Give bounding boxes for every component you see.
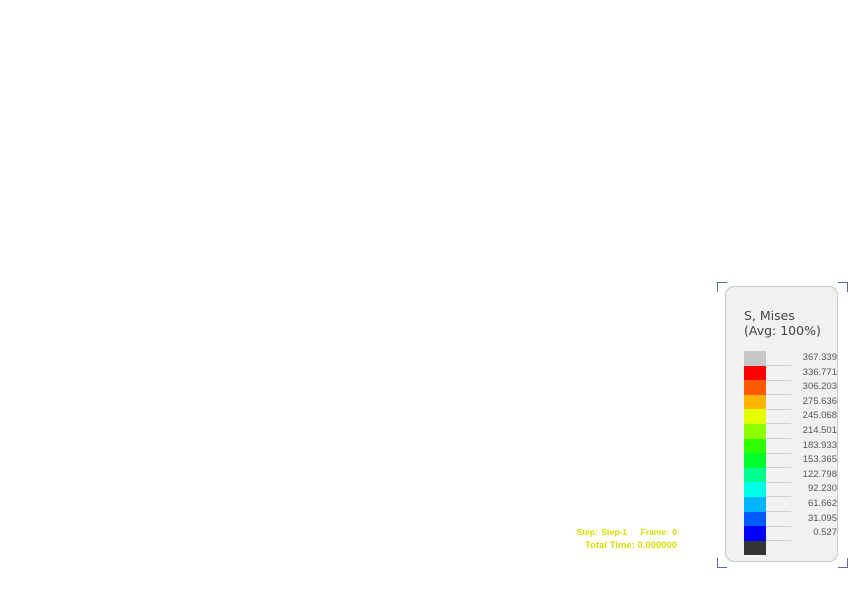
viewport-corner-top-left: [717, 282, 727, 292]
viewport-corner-bottom-left: [717, 558, 727, 568]
legend-value: 122.798: [802, 468, 837, 480]
legend-swatch: [744, 351, 766, 366]
legend-value: 31.095: [807, 512, 837, 524]
legend-row: 92.230: [744, 482, 837, 498]
legend-row: 153.365: [744, 453, 837, 469]
legend-tick: [766, 467, 791, 469]
legend-tick: [766, 496, 791, 498]
total-time-label: Total Time: 0.000000: [584, 540, 677, 551]
legend-value: 0.527: [813, 527, 837, 539]
legend-swatch: [744, 453, 766, 468]
legend-swatch: [744, 394, 766, 410]
legend-row: 122.798: [744, 467, 837, 483]
legend-value: 183.933: [802, 439, 837, 451]
legend-swatch: [744, 423, 766, 439]
legend-tick: [766, 408, 791, 410]
viewport-corner-bottom-right: [838, 558, 848, 568]
legend-row: 306.203: [744, 380, 837, 396]
viewport-corner-top-right: [838, 282, 848, 292]
legend-tick: [766, 437, 791, 439]
legend-row: 61.662: [744, 496, 837, 512]
legend-tick: [766, 365, 791, 366]
step-frame-label: Step: Step-1 Frame: 0: [576, 527, 677, 537]
legend-swatch: [744, 409, 766, 424]
legend-value: 245.068: [802, 410, 837, 422]
legend-row: 275.636: [744, 394, 837, 410]
legend-row: 245.068: [744, 409, 837, 425]
legend-tick: [766, 394, 791, 396]
legend-swatch: [744, 511, 766, 527]
legend-swatch: [744, 365, 766, 381]
legend-tick: [766, 423, 791, 425]
legend-tick: [766, 540, 791, 542]
legend-row: 367.339: [744, 351, 837, 366]
legend-swatch: [744, 467, 766, 483]
legend-value: 153.365: [802, 454, 837, 466]
legend-value: 214.501: [802, 424, 837, 436]
legend-color-scale: 367.339 336.771 306.203 275.636 245.068 214.5…: [744, 351, 837, 556]
legend-swatch: [744, 540, 766, 556]
legend-row: [744, 540, 834, 556]
legend-swatch: [744, 438, 766, 454]
legend-row: 336.771: [744, 365, 837, 381]
legend-swatch: [744, 380, 766, 395]
legend-row: 0.527: [744, 526, 837, 542]
legend-swatch: [744, 482, 766, 497]
legend-tick: [766, 510, 791, 512]
legend-row: 214.501: [744, 423, 837, 439]
legend-tick: [766, 481, 791, 483]
legend-swatch: [744, 526, 766, 541]
legend-tick: [766, 452, 791, 454]
legend-title: S, Mises (Avg: 100%): [744, 308, 821, 338]
legend-tick: [766, 379, 791, 381]
legend-title-variable: S, Mises: [744, 308, 795, 323]
legend-row: 31.095: [744, 511, 837, 527]
legend-value: 61.662: [807, 497, 837, 509]
legend-title-averaging: (Avg: 100%): [744, 323, 821, 338]
legend-tick: [766, 525, 791, 527]
legend-value: 275.636: [802, 395, 837, 407]
legend-value: 336.771: [802, 366, 837, 378]
contour-legend: S, Mises (Avg: 100%) 367.339 336.771 306.2…: [725, 286, 838, 562]
legend-value: 92.230: [807, 483, 837, 495]
legend-swatch: [744, 496, 766, 512]
legend-value: 367.339: [802, 352, 837, 363]
legend-value: 306.203: [802, 381, 837, 393]
legend-row: 183.933: [744, 438, 837, 454]
